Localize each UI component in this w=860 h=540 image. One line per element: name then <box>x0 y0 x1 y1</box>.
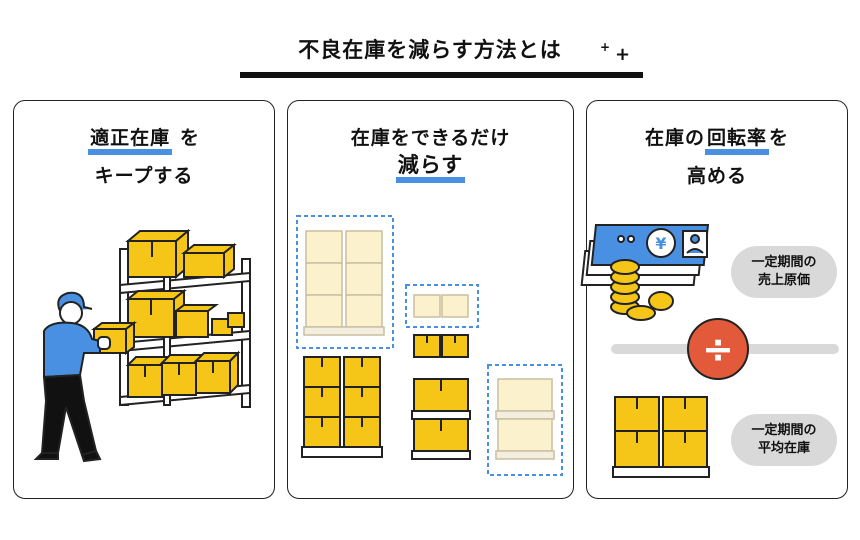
panel-increase-turnover: 在庫の回転率を 高める ¥ ÷ <box>580 100 848 499</box>
panel-heading: 在庫の回転率を <box>587 123 847 155</box>
panel-subheading: キープする <box>94 165 194 187</box>
panel-subheading: 高める <box>686 165 747 187</box>
page-title: 不良在庫を減らす方法とは <box>298 38 562 62</box>
svg-text:÷: ÷ <box>702 327 734 371</box>
heading-prefix: 在庫の <box>644 127 705 149</box>
title-underline <box>240 72 643 78</box>
highlight-proper-stock: 適正在庫 <box>88 128 173 155</box>
sales-cost-label: 一定期間の 売上原価 <box>731 246 837 298</box>
panel-keep-proper-stock: 適正在庫 を キープする <box>13 100 275 499</box>
turnover-formula-illustration: ¥ ÷ <box>580 224 839 478</box>
highlight-turnover: 回転率 <box>704 128 769 155</box>
sparkle-icon: + <box>615 44 631 65</box>
average-stock-label: 一定期間の 平均在庫 <box>731 414 837 466</box>
heading-particle: を <box>179 127 200 149</box>
divide-icon <box>687 318 749 380</box>
panel-reduce-stock: 在庫をできるだけ 減らす <box>287 100 574 499</box>
heading-particle: を <box>769 127 790 149</box>
inventory-reduction-illustration <box>296 215 563 476</box>
panel-subheading: 減らす <box>288 153 573 184</box>
yen-icon: ¥ <box>655 234 666 253</box>
worker-shelf-illustration <box>33 228 251 463</box>
panel-heading: 適正在庫 を <box>14 123 274 155</box>
panel-heading: 在庫をできるだけ <box>350 127 511 149</box>
highlight-reduce: 減らす <box>395 153 466 184</box>
sparkle-icon: + <box>600 40 611 54</box>
